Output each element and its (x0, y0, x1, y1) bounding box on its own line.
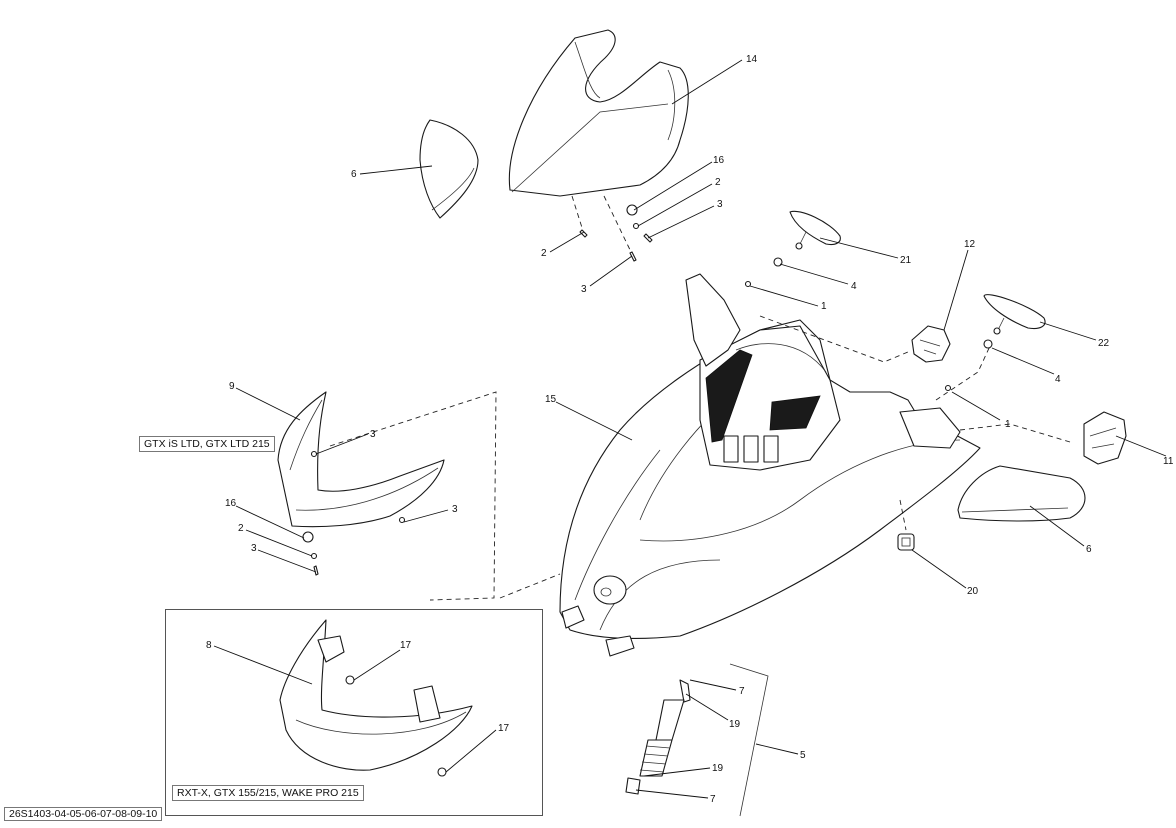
part-11-lock (1083, 411, 1127, 465)
callout-19-bottom: 19 (712, 763, 724, 774)
callout-20: 20 (967, 586, 979, 597)
part-15-main-deck (559, 273, 981, 657)
part-12-latch (911, 325, 951, 363)
callout-19-top: 19 (729, 719, 741, 730)
callout-6-left: 6 (351, 169, 357, 180)
callout-2-left: 2 (238, 523, 244, 534)
callout-3-left-a: 3 (370, 429, 376, 440)
callout-3-left-b: 3 (452, 504, 458, 515)
callout-4-left: 4 (851, 281, 857, 292)
hardware-fasteners (302, 204, 993, 777)
callout-7-bottom: 7 (710, 794, 716, 805)
callout-17-b: 17 (498, 723, 510, 734)
part-21-mirror (789, 210, 841, 250)
callout-21: 21 (900, 255, 912, 266)
callout-2-mid: 2 (541, 248, 547, 259)
callout-14: 14 (746, 54, 758, 65)
callout-6-right: 6 (1086, 544, 1092, 555)
dash-line-top (571, 195, 633, 255)
label-rxt-gtx-wake-variant: RXT-X, GTX 155/215, WAKE PRO 215 (172, 785, 364, 801)
callout-11: 11 (1163, 456, 1174, 467)
label-gtx-ltd-variant: GTX iS LTD, GTX LTD 215 (139, 436, 275, 452)
callout-3-left-c: 3 (251, 543, 257, 554)
callout-22: 22 (1098, 338, 1110, 349)
dash-line-right-panel (959, 423, 1071, 443)
callout-17-a: 17 (400, 640, 412, 651)
callout-3-top: 3 (717, 199, 723, 210)
part-9-front-trim (277, 391, 445, 528)
callout-12: 12 (964, 239, 976, 250)
callout-4-right: 4 (1055, 374, 1061, 385)
callout-16-top: 16 (713, 155, 725, 166)
part-20-clip (897, 533, 915, 551)
callout-2-top: 2 (715, 177, 721, 188)
variant-group-box (165, 609, 543, 816)
callout-3-mid: 3 (581, 284, 587, 295)
part-6-right-panel (957, 465, 1086, 522)
callout-7-top: 7 (739, 686, 745, 697)
dash-line-deck (499, 573, 561, 599)
callout-15: 15 (545, 394, 557, 405)
leader-lines (213, 59, 1167, 799)
part-6-left-panel (419, 119, 479, 219)
callout-1-right: 1 (1005, 419, 1011, 430)
callout-16-left: 16 (225, 498, 237, 509)
diagram-reference-code: 26S1403-04-05-06-07-08-09-10 (4, 807, 163, 821)
part-8-front-trim (279, 619, 473, 771)
callout-5: 5 (800, 750, 806, 761)
callout-numbers: 14 6 16 2 3 2 3 21 4 1 12 22 4 1 11 15 9… (206, 54, 1174, 805)
part-14-top-cover (508, 29, 689, 197)
part-5-boot-assembly (625, 663, 769, 817)
callout-8: 8 (206, 640, 212, 651)
callout-9: 9 (229, 381, 235, 392)
callout-1-left: 1 (821, 301, 827, 312)
part-22-mirror (983, 294, 1046, 335)
